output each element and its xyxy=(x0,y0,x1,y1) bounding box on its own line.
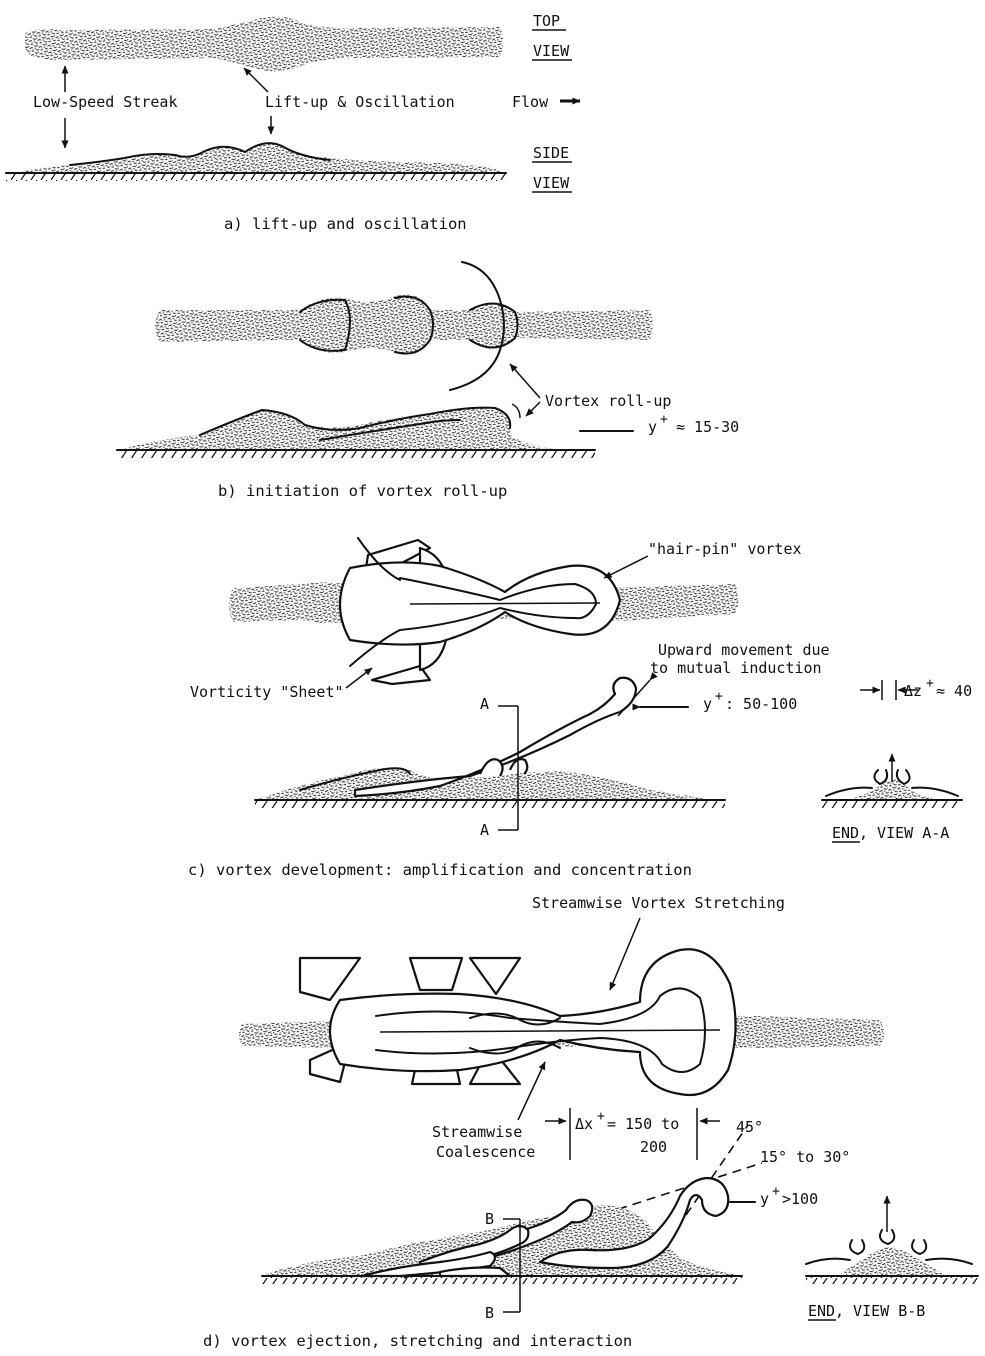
upward-label-1: Upward movement due xyxy=(658,641,830,659)
dx-value: = 150 to xyxy=(607,1115,679,1133)
lift-up-arrow-up xyxy=(244,68,268,92)
caption-d: d) vortex ejection, stretching and inter… xyxy=(203,1332,632,1350)
hairpin-label: "hair-pin" vortex xyxy=(648,540,802,558)
rollup-curl-b xyxy=(512,404,520,418)
section-b-top-label: B xyxy=(485,1210,494,1228)
end-view-a-label: END xyxy=(832,824,859,842)
end-view-b-name: , VIEW B-B xyxy=(835,1302,925,1320)
vorticity-sheet-arrow xyxy=(346,668,372,688)
dx-sup: + xyxy=(597,1109,605,1124)
section-a-bottom-label: A xyxy=(480,821,489,839)
wall-hatch-b xyxy=(117,450,595,458)
low-speed-streak-side-view xyxy=(15,144,500,173)
panel-c: "hair-pin" vortex Upward movement due to… xyxy=(188,538,972,879)
dz-label: Δz xyxy=(904,682,922,700)
small-loop-side-c xyxy=(480,759,503,776)
section-b-bottom-label: B xyxy=(485,1304,494,1322)
stretching-label: Streamwise Vortex Stretching xyxy=(532,894,785,912)
coalescence-label-1: Streamwise xyxy=(432,1123,522,1141)
top-view-label-2: VIEW xyxy=(533,42,570,60)
hairpin-vortex-top-d xyxy=(330,949,736,1095)
yplus-label-d: y xyxy=(760,1190,769,1208)
yplus-sup-d: + xyxy=(772,1184,780,1199)
end-view-b-label: END xyxy=(808,1302,835,1320)
yplus-value-c: : 50-100 xyxy=(725,695,797,713)
yplus-value-d: >100 xyxy=(782,1190,818,1208)
wall-hatch-d xyxy=(262,1276,742,1284)
vorticity-sheet-label: Vorticity "Sheet" xyxy=(190,683,344,701)
dx-value-2: 200 xyxy=(640,1138,667,1156)
lift-up-label: Lift-up & Oscillation xyxy=(265,93,455,111)
streak-top-view-b xyxy=(155,295,653,355)
angle-range-label: 15° to 30° xyxy=(760,1148,850,1166)
dx-label: Δx xyxy=(575,1115,593,1133)
panel-b: Vortex roll-up y + ≈ 15-30 b) initiation… xyxy=(117,262,739,500)
angle-45-label: 45° xyxy=(736,1118,763,1136)
caption-c: c) vortex development: amplification and… xyxy=(188,861,692,879)
yplus-sup-c: + xyxy=(715,689,723,704)
yplus-label-c: y xyxy=(703,695,712,713)
yplus-value-b: ≈ 15-30 xyxy=(676,418,739,436)
side-view-label-1: SIDE xyxy=(533,144,569,162)
caption-b: b) initiation of vortex roll-up xyxy=(218,482,507,500)
yplus-label-b: y xyxy=(648,418,657,436)
wall-hatch-c xyxy=(255,800,725,808)
panel-a: TOP VIEW SIDE VIEW Low-Speed Streak Lift… xyxy=(6,12,580,233)
coalescence-label-2: Coalescence xyxy=(436,1143,535,1161)
rollup-arrow-top xyxy=(510,364,540,398)
streak-side-view-b xyxy=(120,408,560,450)
hairpin-arrow xyxy=(604,556,648,578)
dz-value: ≈ 40 xyxy=(936,682,972,700)
end-view-a-name: , VIEW A-A xyxy=(859,824,949,842)
coalescence-arrow xyxy=(518,1062,545,1120)
wall-hatch-a xyxy=(6,173,506,181)
flow-label: Flow xyxy=(512,93,549,111)
rollup-arrow-side xyxy=(526,402,540,416)
end-view-b-b xyxy=(806,1196,978,1284)
panel-d: Streamwise Vortex Stretching Streamwise … xyxy=(203,894,978,1350)
caption-a: a) lift-up and oscillation xyxy=(224,215,467,233)
dz-sup: + xyxy=(926,676,934,691)
stretching-arrow xyxy=(610,918,640,990)
upward-label-2: to mutual induction xyxy=(650,659,822,677)
yplus-sup-b: + xyxy=(660,412,668,427)
hairpin-axis-c xyxy=(410,603,600,604)
low-speed-streak-top-view xyxy=(25,17,503,72)
vortex-rollup-label: Vortex roll-up xyxy=(545,392,671,410)
top-view-label-1: TOP xyxy=(533,12,560,30)
side-view-label-2: VIEW xyxy=(533,174,570,192)
low-speed-streak-label: Low-Speed Streak xyxy=(33,93,178,111)
section-a-top-label: A xyxy=(480,695,489,713)
end-view-a-a: Δz + ≈ 40 xyxy=(822,676,972,808)
